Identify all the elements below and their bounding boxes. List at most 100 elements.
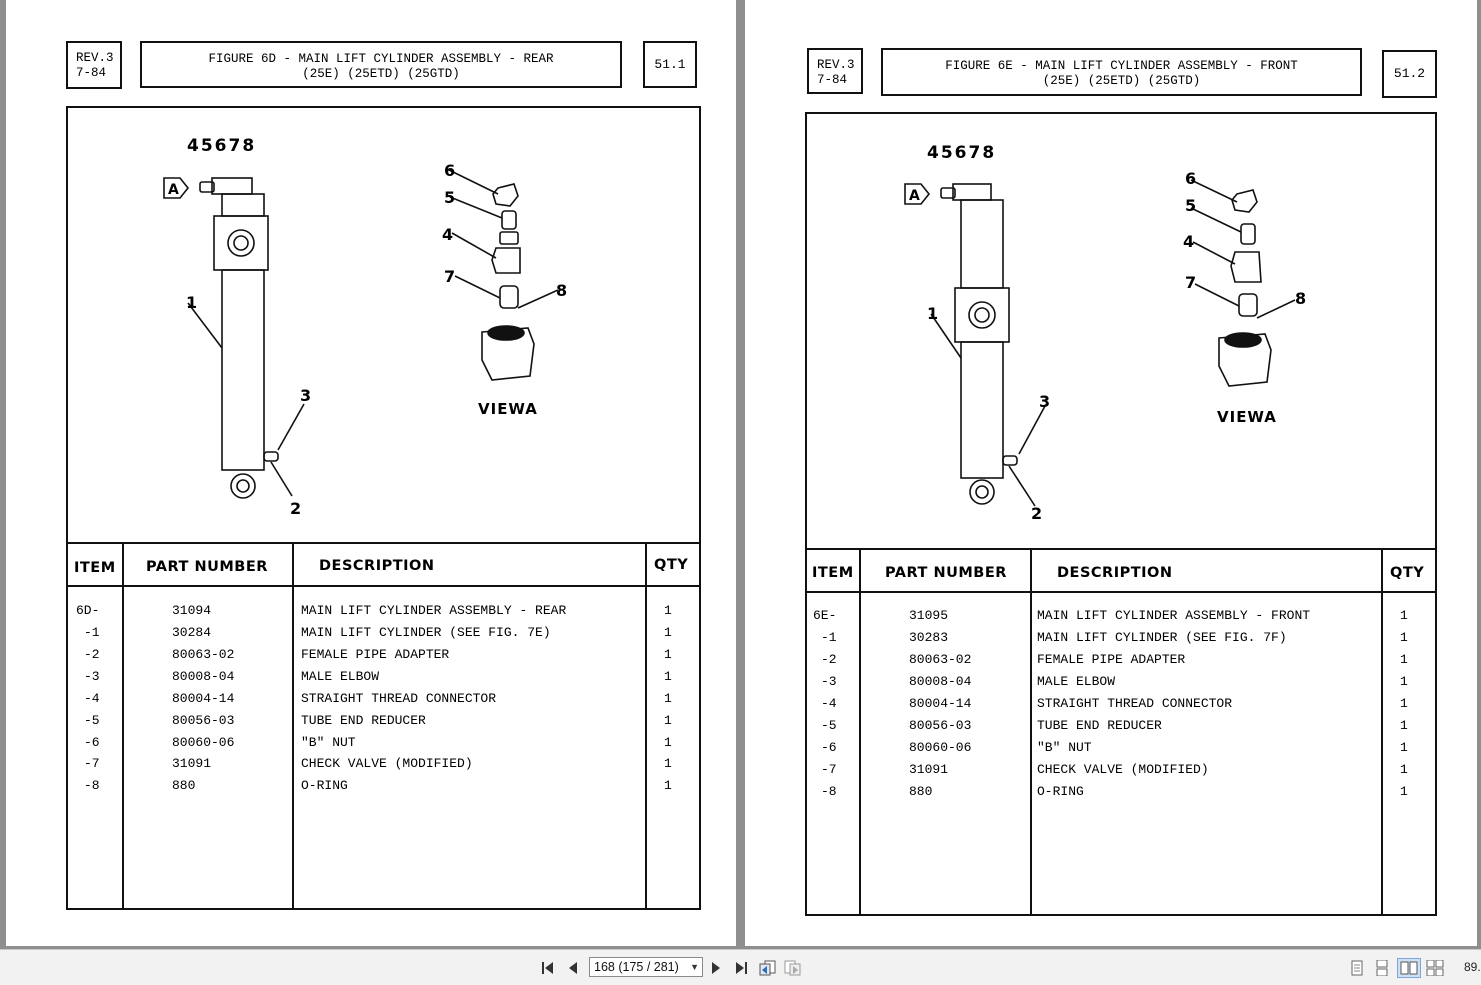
row-qty: 1 [664, 713, 672, 728]
prev-page-button[interactable] [563, 958, 583, 978]
row-part-number: 880 [909, 784, 933, 799]
document-page-left: REV.3 7-84 FIGURE 6D - MAIN LIFT CYLINDE… [6, 0, 736, 946]
previous-view-button[interactable] [758, 958, 778, 978]
last-page-icon [736, 962, 747, 974]
revision-box: REV.3 7-84 [66, 41, 122, 89]
part-ref-label: 45678 [927, 143, 996, 163]
row-description: FEMALE PIPE ADAPTER [1037, 652, 1186, 667]
row-item: 6E- [813, 608, 837, 623]
callout-a-arrow [904, 183, 931, 205]
header-description: DESCRIPTION [1057, 565, 1173, 581]
row-part-number: 80008-04 [909, 674, 972, 689]
row-qty: 1 [664, 603, 672, 618]
figure-title: FIGURE 6E - MAIN LIFT CYLINDER ASSEMBLY … [945, 59, 1298, 73]
callout-4: 4 [442, 225, 453, 244]
row-description: "B" NUT [1037, 740, 1092, 755]
row-qty: 1 [1400, 740, 1408, 755]
single-page-button[interactable] [1347, 958, 1367, 978]
col-rule-3 [645, 542, 647, 910]
row-qty: 1 [1400, 696, 1408, 711]
row-description: MAIN LIFT CYLINDER ASSEMBLY - REAR [301, 603, 567, 618]
row-part-number: 80063-02 [172, 647, 235, 662]
facing-button[interactable] [1397, 958, 1421, 978]
zoom-level[interactable]: 89. [1464, 960, 1481, 974]
row-qty: 1 [1400, 630, 1408, 645]
callout-2: 2 [1031, 504, 1042, 523]
assembly-drawing: A 45678 1 2 3 6 5 4 7 8 VI [904, 143, 1306, 523]
callout-1: 1 [927, 304, 938, 323]
row-description: STRAIGHT THREAD CONNECTOR [1037, 696, 1233, 711]
callout-a-label: A [168, 182, 179, 198]
assembly-drawing: A 45678 1 2 3 6 5 4 7 [163, 136, 567, 518]
callout-5: 5 [444, 188, 455, 207]
callout-2: 2 [290, 499, 301, 518]
last-page-button[interactable] [731, 958, 751, 978]
row-item: -6 [821, 740, 837, 755]
revision-date: 7-84 [817, 73, 848, 87]
row-part-number: 880 [172, 778, 196, 793]
row-description: CHECK VALVE (MODIFIED) [301, 756, 473, 771]
row-qty: 1 [664, 735, 672, 750]
row-qty: 1 [1400, 718, 1408, 733]
figure-title-box: FIGURE 6D - MAIN LIFT CYLINDER ASSEMBLY … [140, 41, 622, 88]
row-item: -1 [84, 625, 100, 640]
next-view-button[interactable] [783, 958, 803, 978]
callout-8: 8 [1295, 289, 1306, 308]
next-view-icon [784, 960, 801, 976]
row-item: -5 [821, 718, 837, 733]
row-qty: 1 [664, 778, 672, 793]
viewer-toolbar: 168 (175 / 281) ▼ 89. [0, 949, 1481, 985]
row-item: -2 [84, 647, 100, 662]
header-item: ITEM [812, 565, 854, 581]
header-qty: QTY [654, 557, 689, 573]
previous-view-icon [759, 960, 776, 976]
revision-box: REV.3 7-84 [807, 48, 863, 94]
cylinder-drawing [187, 177, 305, 499]
page-number: 51.1 [654, 57, 686, 72]
row-description: MAIN LIFT CYLINDER ASSEMBLY - FRONT [1037, 608, 1311, 623]
part-ref-label: 45678 [187, 136, 256, 156]
row-part-number: 30284 [172, 625, 212, 640]
callout-3: 3 [1039, 392, 1050, 411]
row-part-number: 31095 [909, 608, 949, 623]
cylinder-drawing [930, 183, 1046, 507]
view-a-drawing [1190, 179, 1296, 387]
row-item: -4 [84, 691, 100, 706]
row-description: MAIN LIFT CYLINDER (SEE FIG. 7E) [301, 625, 551, 640]
callout-5: 5 [1185, 196, 1196, 215]
row-item: -7 [84, 756, 100, 771]
continuous-facing-icon [1426, 960, 1444, 976]
row-qty: 1 [1400, 608, 1408, 623]
row-qty: 1 [664, 691, 672, 706]
callout-7: 7 [444, 267, 455, 286]
continuous-facing-button[interactable] [1425, 958, 1445, 978]
first-page-icon [542, 962, 553, 974]
col-rule-1 [859, 548, 861, 916]
page-number-select[interactable]: 168 (175 / 281) ▼ [589, 957, 703, 977]
continuous-button[interactable] [1372, 958, 1392, 978]
row-description: O-RING [301, 778, 348, 793]
row-qty: 1 [664, 669, 672, 684]
row-qty: 1 [1400, 784, 1408, 799]
row-description: TUBE END REDUCER [301, 713, 426, 728]
row-part-number: 31094 [172, 603, 212, 618]
figure-models: (25E) (25ETD) (25GTD) [1042, 74, 1201, 88]
facing-icon [1400, 961, 1418, 975]
view-a-label: VIEWA [1217, 408, 1277, 426]
row-part-number: 80004-14 [909, 696, 972, 711]
callout-a-arrow [163, 177, 190, 199]
table-header-rule [68, 585, 699, 587]
callout-4: 4 [1183, 232, 1194, 251]
first-page-button[interactable] [538, 958, 558, 978]
row-item: -3 [84, 669, 100, 684]
row-description: MAIN LIFT CYLINDER (SEE FIG. 7F) [1037, 630, 1287, 645]
row-part-number: 30283 [909, 630, 949, 645]
row-description: FEMALE PIPE ADAPTER [301, 647, 450, 662]
next-page-button[interactable] [706, 958, 726, 978]
row-part-number: 80056-03 [909, 718, 972, 733]
revision-date: 7-84 [76, 66, 107, 80]
row-description: O-RING [1037, 784, 1084, 799]
revision-label: REV.3 [817, 58, 855, 72]
figure-frame: A 45678 1 2 3 6 5 4 7 8 VI [805, 112, 1437, 916]
row-qty: 1 [1400, 762, 1408, 777]
